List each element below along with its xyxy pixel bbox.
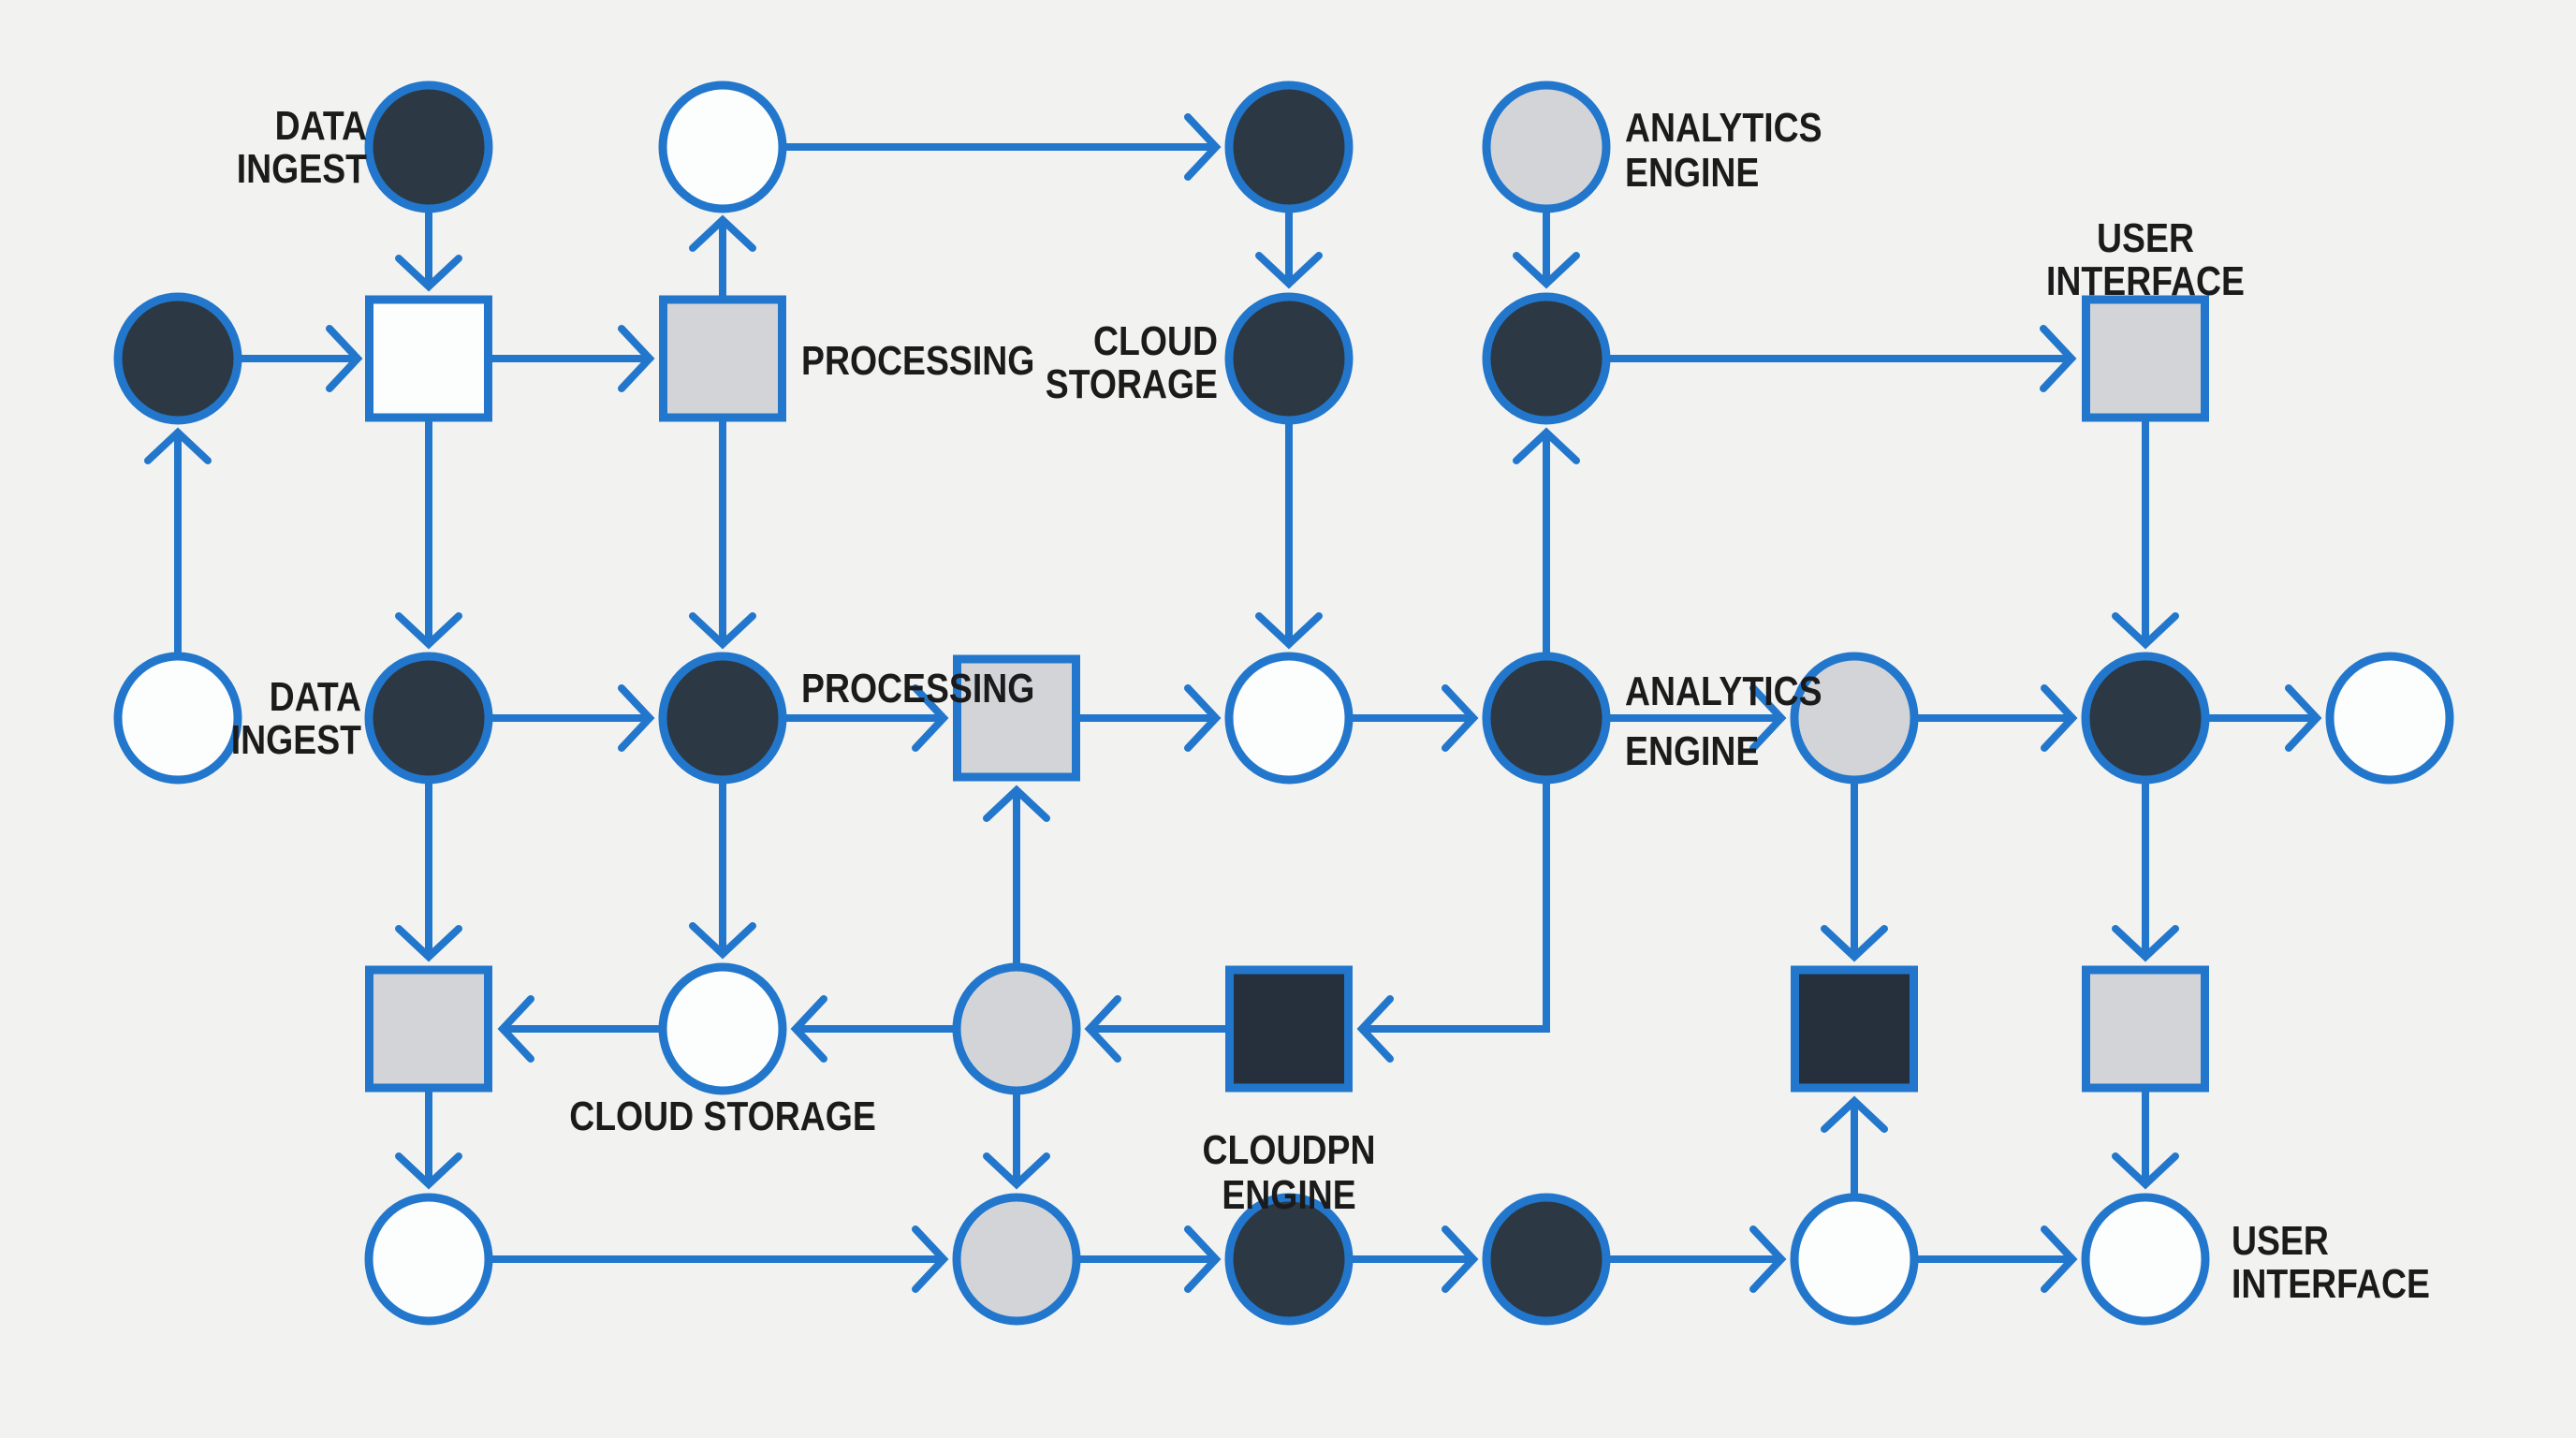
node-r3c8-renderer-circle: [2081, 652, 2210, 785]
flow-arrow-r3c6-router-to-r4c5-cloudpn-engine: [1356, 782, 1550, 1063]
node-r1c5-collector-circle: [1224, 81, 1354, 213]
node-r1c6-analytics-engine-circle: [1482, 81, 1611, 213]
label-user-interface-r2-line-2: INTERFACE: [2046, 257, 2245, 304]
label-data-ingest-r1-line-1: DATA: [275, 102, 367, 149]
label-processing-r2: PROCESSING: [801, 337, 1034, 384]
node-r3c6-router-circle: [1482, 652, 1611, 785]
label-cloud-storage-r2-line-1: CLOUD: [1093, 317, 1218, 364]
label-cloudpn-engine-r4-line-2: ENGINE: [1222, 1171, 1355, 1218]
label-cloud-storage-r4-line-1: CLOUD STORAGE: [569, 1093, 876, 1139]
node-r4c3-cloud-storage-circle: [658, 962, 787, 1095]
node-r4c2-archive-square: [365, 965, 492, 1093]
node-r3c9-output-circle: [2325, 652, 2454, 785]
label-data-ingest-r3-line-2: INGEST: [231, 716, 361, 763]
node-r4c8-gateway-square: [2082, 965, 2209, 1093]
node-r5c8-user-interface-circle: [2081, 1193, 2210, 1326]
node-r2c5-cloud-storage-circle: [1224, 292, 1354, 425]
node-r3c3-transform-circle: [658, 652, 787, 785]
label-processing-r3: PROCESSING: [801, 665, 1034, 712]
node-r1c2-data-ingest-circle: [364, 81, 493, 213]
label-user-interface-r5-line-1: USER: [2232, 1217, 2329, 1264]
label-analytics-engine-r1-line-2: ENGINE: [1625, 149, 1759, 196]
label-analytics-engine-r3-line-1: ANALYTICS: [1625, 668, 1822, 714]
node-r2c8-user-interface-square: [2082, 295, 2209, 422]
label-user-interface-r5-line-2: INTERFACE: [2232, 1260, 2430, 1307]
node-r4c7-worker-square: [1791, 965, 1918, 1093]
node-r3c5-queue-circle: [1224, 652, 1354, 785]
node-r2c1-source-circle: [113, 292, 242, 425]
node-r4c5-cloudpn-engine-square: [1225, 965, 1353, 1093]
node-r2c3-processing-square: [659, 295, 786, 422]
node-r3c7-analytics-circle: [1790, 652, 1919, 785]
nodes-layer: [113, 81, 2454, 1326]
node-r3c4-processing-square: [953, 654, 1080, 782]
label-cloud-storage-r2-line-2: STORAGE: [1046, 360, 1218, 407]
node-r1c3-buffer-circle: [658, 81, 787, 213]
label-processing-r3-line-1: PROCESSING: [801, 665, 1034, 712]
label-analytics-engine-r3-line-2: ENGINE: [1625, 727, 1759, 774]
label-analytics-engine-r1-line-1: ANALYTICS: [1625, 104, 1822, 151]
label-data-ingest-r3-line-1: DATA: [270, 673, 361, 720]
edges-layer: [144, 113, 2322, 1293]
node-r4c4-cache-circle: [952, 962, 1081, 1095]
label-processing-r2-line-1: PROCESSING: [801, 337, 1034, 384]
label-data-ingest-r1-line-2: INGEST: [237, 145, 367, 192]
node-r5c7-dispatch-circle: [1790, 1193, 1919, 1326]
node-r5c5-engine-in-circle: [1224, 1193, 1354, 1326]
label-cloudpn-engine-r4-line-1: CLOUDPN: [1203, 1126, 1376, 1173]
node-r2c2-stage-square: [365, 295, 492, 422]
node-r3c2-data-ingest-circle: [364, 652, 493, 785]
label-user-interface-r2-line-1: USER: [2097, 214, 2194, 261]
node-r5c2-sink-circle: [364, 1193, 493, 1326]
node-r3c1-input-circle: [113, 652, 242, 785]
label-cloud-storage-r4: CLOUD STORAGE: [569, 1093, 876, 1139]
node-r2c6-hub-circle: [1482, 292, 1611, 425]
label-analytics-engine-r3: ANALYTICS ENGINE: [1625, 668, 1822, 774]
node-r5c4-relay-circle: [952, 1193, 1081, 1326]
node-r5c6-engine-out-circle: [1482, 1193, 1611, 1326]
